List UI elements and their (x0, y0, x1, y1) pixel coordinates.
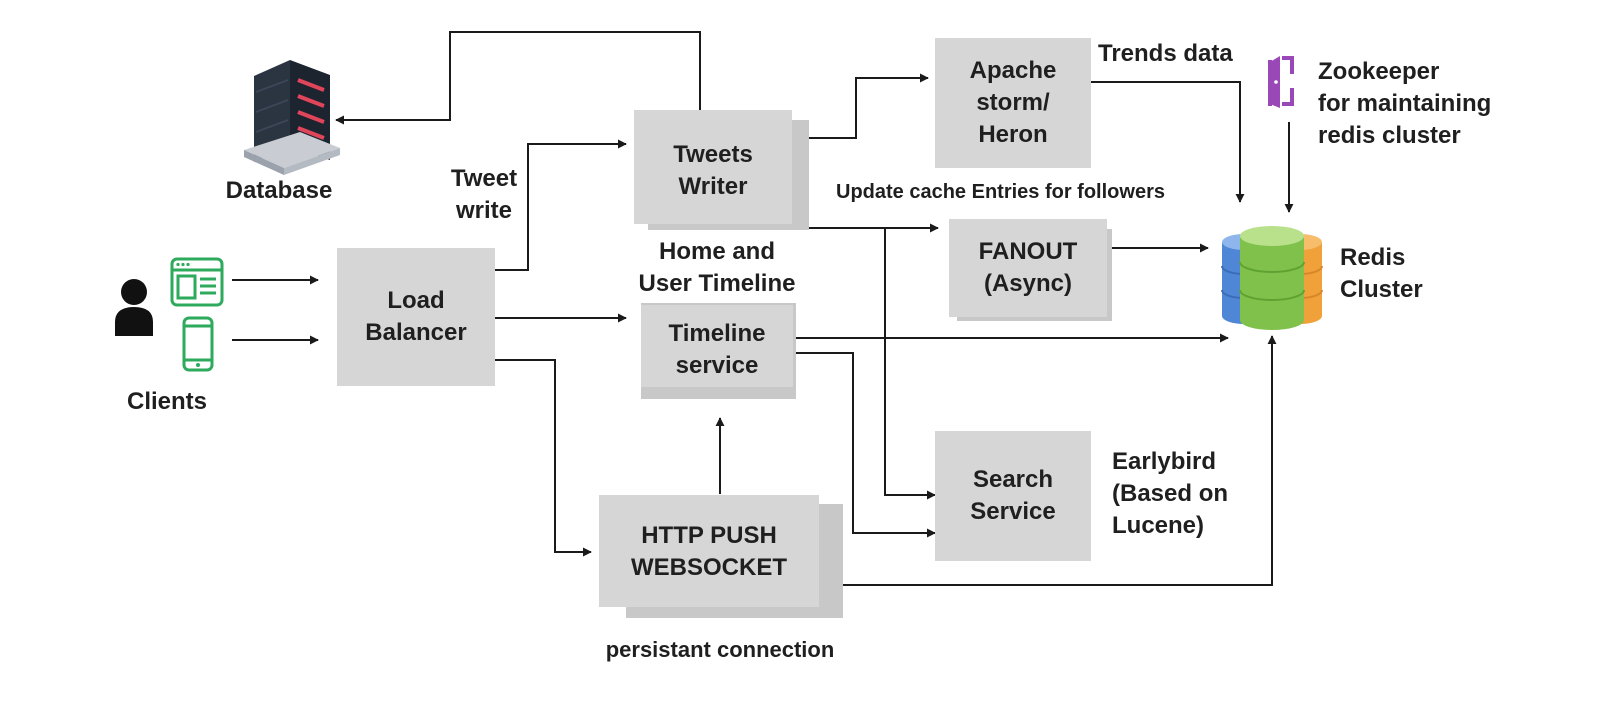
http-push-node (599, 495, 843, 618)
earlybird-label: Earlybird (Based on Lucene) (1112, 448, 1229, 539)
clients-label: Clients (126, 388, 207, 415)
load-balancer-node (337, 248, 495, 386)
timeline-service-label: Timeline service (668, 320, 766, 379)
cylinder-cluster-icon (1221, 226, 1323, 330)
arrow-writer-to-storm (793, 73, 929, 139)
connectors (232, 31, 1294, 586)
server-rack-icon (244, 60, 340, 175)
user-icon (115, 279, 153, 336)
tweets-writer-label: Tweets Writer (673, 141, 753, 200)
tweet-write-label: Tweet write (450, 165, 518, 224)
tweets-writer-node (634, 110, 809, 230)
http-push-label: HTTP PUSH WEBSOCKET (631, 522, 787, 581)
arrow-lb-to-http-push (487, 359, 592, 557)
timeline-service-node (641, 303, 796, 399)
zookeeper-label: Zookeeper for maintaining redis cluster (1318, 58, 1492, 149)
update-cache-label: Update cache Entries for followers (836, 181, 1165, 203)
persistent-connection-label: persistant connection (605, 637, 835, 662)
home-user-timeline-label: Home and User Timeline (638, 238, 796, 297)
arrow-writer-to-database (335, 31, 701, 125)
web-browser-icon (170, 257, 224, 307)
door-icon (1268, 56, 1294, 108)
arrow-timeline-to-search (793, 352, 936, 538)
fanout-label: FANOUT (Async) (978, 238, 1078, 297)
trends-data-label: Trends data (1098, 40, 1233, 67)
arrow-writer-to-search (884, 228, 936, 500)
redis-cluster-label: Redis Cluster (1340, 244, 1423, 303)
database-label: Database (225, 177, 333, 204)
search-service-node (935, 431, 1091, 561)
arrow-trends-to-redis (1090, 81, 1245, 203)
apache-storm-node (935, 38, 1091, 168)
arrow-lb-to-tweets-writer (487, 139, 627, 271)
search-service-label: Search Service (970, 466, 1056, 525)
apache-storm-label: Apache storm/ Heron (969, 57, 1057, 148)
mobile-phone-icon (182, 316, 214, 372)
fanout-node (949, 219, 1112, 321)
load-balancer-label: Load Balancer (365, 287, 467, 346)
arrow-http-push-to-redis (843, 335, 1277, 586)
